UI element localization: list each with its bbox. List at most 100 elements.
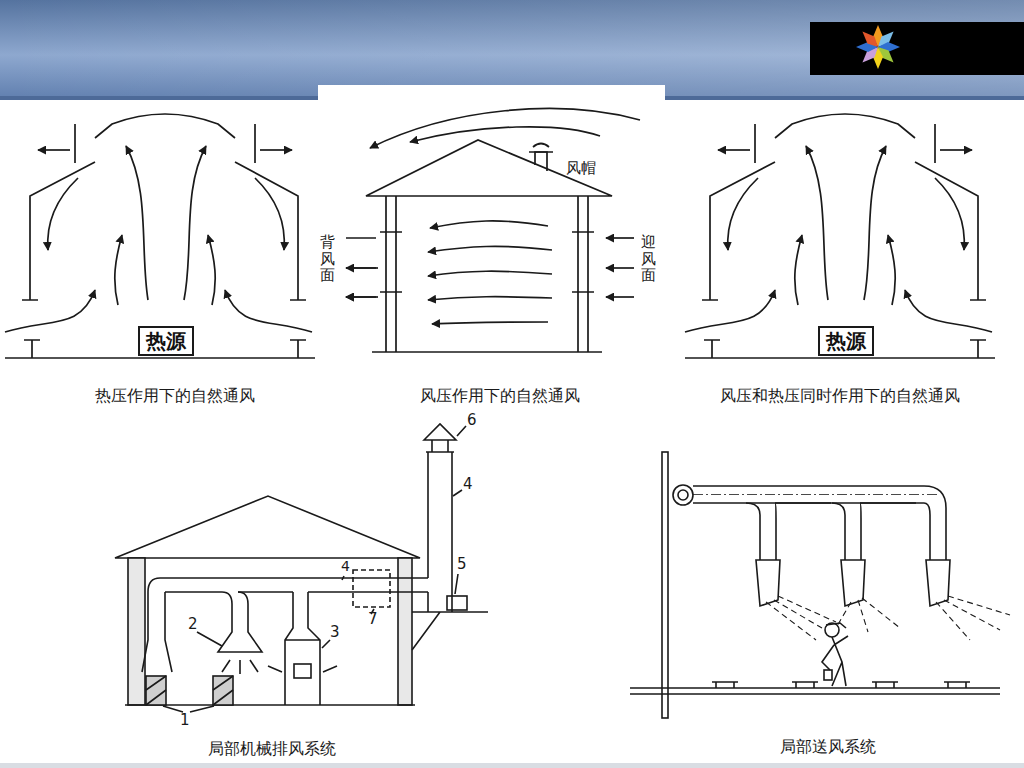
wind-ventilation-building-part	[529, 144, 553, 153]
panel-caption: 局部机械排风系统	[208, 740, 336, 758]
supply-system-part	[630, 688, 1000, 694]
supply-system-part	[746, 503, 831, 560]
thermal-ventilation-building-part	[235, 162, 298, 300]
wind-ventilation-building	[346, 109, 640, 352]
callout-label: 5	[457, 556, 467, 573]
supply-system-part	[824, 670, 832, 680]
thermal-ventilation-building-part	[184, 146, 206, 300]
wind-ventilation-building-part	[386, 196, 396, 352]
heat-source-box: 热源	[138, 326, 194, 356]
exhaust-system-part	[125, 704, 415, 706]
thermal-ventilation-building-part	[126, 146, 148, 300]
thermal-ventilation-building-part	[255, 178, 284, 250]
exhaust-system-part	[142, 578, 175, 672]
thermal-ventilation-building-part	[225, 290, 312, 332]
exhaust-system-part	[213, 676, 233, 705]
exhaust-system-part	[353, 570, 390, 607]
logo-part	[810, 22, 1024, 75]
exhaust-system-part	[218, 592, 262, 652]
callout-label: 背风面	[320, 234, 335, 284]
callout-label: 7	[368, 611, 378, 628]
wind-ventilation-building-part	[370, 109, 640, 148]
exhaust-system-part	[146, 676, 166, 705]
supply-system-part	[936, 596, 1010, 640]
wind-ventilation-building-part	[410, 127, 600, 142]
wind-ventilation-building-part	[430, 221, 548, 228]
wind-ventilation-building-part	[432, 322, 548, 324]
exhaust-system-part	[285, 592, 320, 705]
exhaust-system-part	[426, 440, 454, 452]
thermal-ventilation-building-part	[48, 178, 78, 250]
wind-ventilation-building-part	[428, 297, 552, 300]
exhaust-system-part	[398, 558, 412, 705]
logo-part-part	[859, 28, 882, 51]
wind-ventilation-building-part	[606, 296, 634, 298]
wind-ventilation-building-part	[428, 271, 552, 276]
wind-ventilation-building-part	[380, 232, 594, 292]
wind-ventilation-building-part	[535, 152, 547, 171]
combined-ventilation-building	[685, 114, 995, 358]
supply-system-part	[924, 503, 930, 560]
node-text: 热源	[146, 329, 186, 353]
exhaust-system-part	[447, 596, 467, 610]
thermal-ventilation-building-part	[115, 235, 122, 305]
wind-ventilation-building-part	[346, 296, 378, 298]
callout-label: 4	[463, 476, 473, 493]
panel-caption: 热压作用下的自然通风	[95, 387, 255, 405]
panel-caption: 风压作用下的自然通风	[420, 387, 580, 405]
wind-ventilation-building-part	[606, 237, 634, 239]
panel-caption: 局部送风系统	[780, 738, 876, 756]
callout-label: 风帽	[566, 160, 596, 177]
supply-system-part	[678, 490, 688, 500]
exhaust-system-part	[115, 496, 420, 558]
callout-label: 6	[467, 412, 477, 429]
wind-ventilation-building-part	[366, 140, 612, 196]
header-band-part	[318, 85, 665, 105]
wind-ventilation-building-part	[428, 246, 552, 252]
exhaust-system-part	[424, 424, 456, 440]
exhaust-system-part	[163, 426, 466, 712]
supply-system	[630, 452, 1010, 718]
node-text: 热源	[826, 329, 866, 353]
callout-label: 3	[330, 624, 340, 641]
exhaust-system	[115, 424, 488, 712]
logo-part	[856, 25, 900, 69]
supply-system-part	[693, 486, 946, 560]
thermal-ventilation-building-part	[5, 357, 315, 359]
callout-label: 4	[341, 558, 350, 574]
thermal-ventilation-building-part	[208, 235, 215, 305]
exhaust-system-part	[268, 666, 337, 672]
thermal-ventilation-building-part	[38, 149, 70, 151]
header-band	[0, 0, 1024, 105]
heat-source-box: 热源	[818, 326, 874, 356]
wind-ventilation-building-part	[578, 196, 588, 352]
thermal-ventilation-building-part	[254, 124, 256, 163]
thermal-ventilation-building-part	[5, 290, 95, 332]
callout-label: 迎风面	[641, 234, 656, 284]
footer-strip	[0, 763, 1024, 768]
thermal-ventilation-building-part	[74, 124, 76, 163]
wind-ventilation-building-part	[606, 267, 634, 269]
supply-system-part	[712, 682, 970, 688]
logo	[810, 22, 1024, 75]
supply-system-part	[662, 452, 668, 718]
exhaust-system-part	[160, 578, 428, 592]
supply-system-part	[673, 485, 693, 505]
supply-system-part	[756, 560, 950, 606]
supply-system-part	[822, 636, 848, 686]
exhaust-system-part	[412, 612, 488, 650]
thermal-ventilation-building-part	[95, 114, 235, 138]
supply-system-part	[832, 503, 916, 560]
wind-ventilation-building-part	[372, 351, 602, 353]
supply-system-part	[693, 494, 938, 495]
supply-system-part	[826, 623, 846, 628]
callout-label: 1	[180, 712, 190, 729]
exhaust-system-part	[146, 676, 233, 705]
wind-ventilation-building-part	[346, 267, 378, 269]
thermal-ventilation-building	[5, 114, 315, 358]
exhaust-system-part	[428, 452, 452, 612]
thermal-ventilation-building-part	[260, 149, 292, 151]
